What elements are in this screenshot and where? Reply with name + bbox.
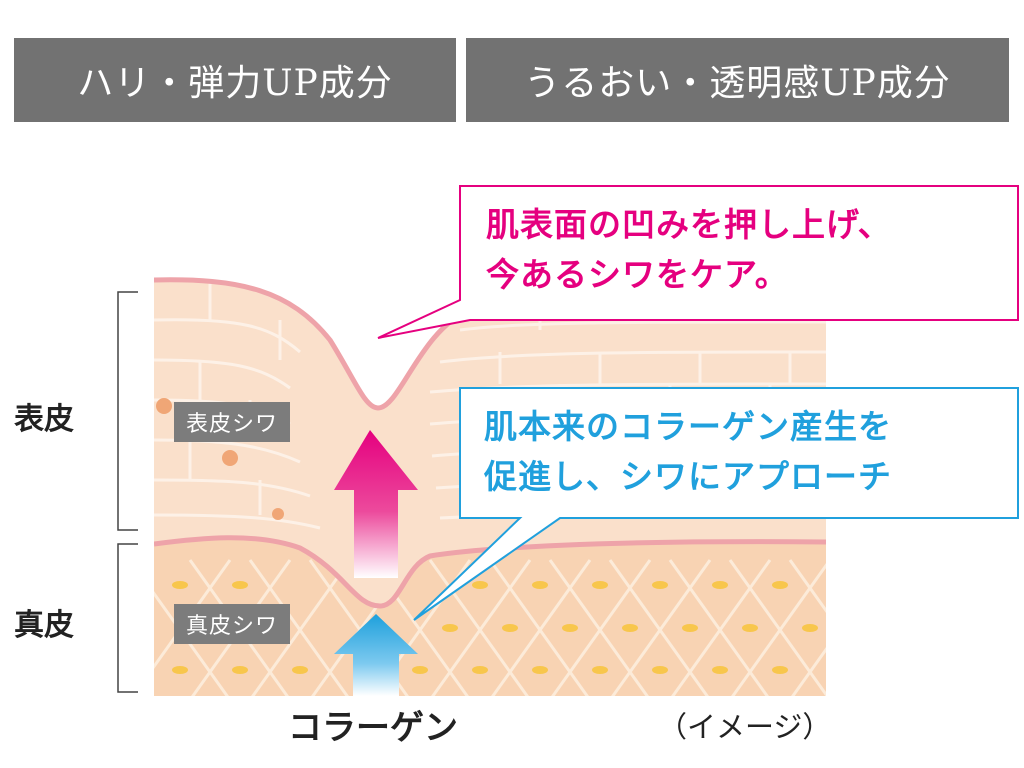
caption-image-note: （イメージ） [658,710,832,744]
label-dermis: 真皮 [14,608,74,643]
pink-up-arrow [334,430,418,578]
callout-blue-line1: 肌本来のコラーゲン産生を [484,407,892,446]
callout-pink-text: 肌表面の凹みを押し上げ、 今あるシワをケア。 [486,200,892,300]
caption-collagen: コラーゲン [288,708,458,748]
blue-up-arrow [334,614,418,696]
epidermis-bracket [117,291,138,531]
epidermis-wrinkle-tag: 表皮シワ [174,402,291,442]
tab-moisture-ingredients[interactable]: うるおい・透明感UP成分 [466,38,1009,122]
dermis-wrinkle-tag: 真皮シワ [174,604,291,644]
label-epidermis: 表皮 [14,402,74,437]
callout-pink-line2: 今あるシワをケア。 [486,255,789,294]
basement-membrane [154,535,826,609]
callout-pink-box [377,185,1019,339]
dermis-collagen-dots [172,581,818,674]
dermis-bracket [117,543,138,693]
callout-pink-line1: 肌表面の凹みを押し上げ、 [486,205,892,244]
callout-blue-line2: 促進し、シワにアプローチ [484,457,892,496]
tab-firmness-ingredients[interactable]: ハリ・弾力UP成分 [14,38,456,122]
callout-blue-text: 肌本来のコラーゲン産生を 促進し、シワにアプローチ [484,402,892,502]
callout-blue-box [413,387,1019,621]
